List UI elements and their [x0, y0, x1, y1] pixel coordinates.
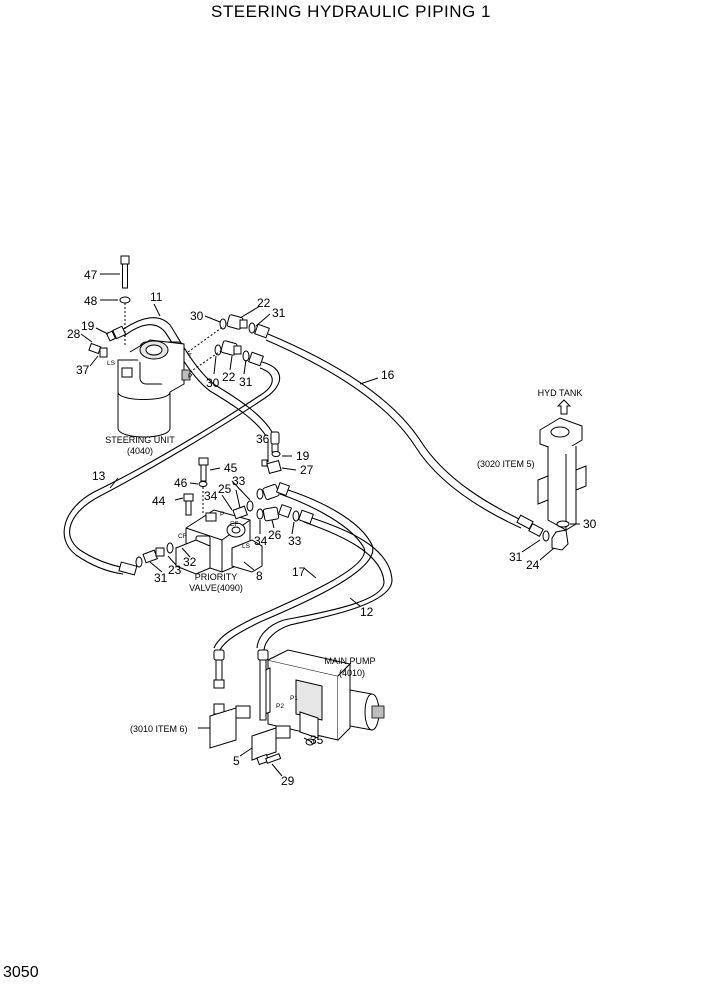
- port-p-valve-label: P: [220, 511, 224, 518]
- port-ls-valve-label: LS: [242, 543, 251, 550]
- callout-27: 27: [300, 463, 314, 477]
- bolt-44: [183, 493, 194, 516]
- callout-22-upper: 22: [257, 296, 271, 310]
- steering-unit-code: (4040): [127, 446, 153, 456]
- callout-31-upper: 31: [272, 306, 286, 320]
- callout-23: 23: [168, 563, 182, 577]
- pump-fittings: [209, 649, 315, 761]
- main-pump-name: MAIN PUMP: [324, 656, 375, 666]
- callouts: 47 48 11 28 19 37 30 22 31 30 22 31 16 3…: [67, 268, 597, 788]
- callout-35: 35: [310, 733, 324, 747]
- callout-19-left: 19: [81, 319, 95, 333]
- callout-12: 12: [360, 605, 374, 619]
- port-ls-unit-label: LS: [107, 360, 116, 367]
- washer-48: [119, 296, 131, 304]
- bolt-29: [256, 753, 282, 766]
- leader-lines: [80, 273, 580, 777]
- callout-30-upper: 30: [190, 309, 204, 323]
- priority-valve-name: PRIORITY: [195, 572, 238, 582]
- port-p1-label: P1: [290, 695, 298, 702]
- callout-47: 47: [84, 268, 98, 282]
- callout-5: 5: [233, 754, 240, 768]
- callout-28: 28: [67, 327, 81, 341]
- callout-25: 25: [218, 482, 232, 496]
- fitting-36: [270, 431, 280, 453]
- callout-31-left: 31: [154, 571, 168, 585]
- port-t-label: T: [188, 353, 192, 360]
- hose-11: [121, 317, 273, 437]
- ref-tank-text: (3020 ITEM 5): [477, 459, 535, 469]
- priority-valve-code: VALVE(4090): [189, 583, 243, 593]
- hyd-tank-arrow-icon: [556, 399, 572, 415]
- bolt-47: [120, 255, 130, 289]
- callout-29: 29: [281, 774, 295, 788]
- callout-44: 44: [152, 494, 166, 508]
- valve-left-fittings: [135, 542, 174, 568]
- fitting-19-left: [105, 325, 127, 342]
- port-p-label: P: [188, 373, 192, 380]
- port-p2-label: P2: [276, 703, 284, 710]
- callout-48: 48: [84, 294, 98, 308]
- callout-37: 37: [76, 363, 90, 377]
- callout-8: 8: [256, 569, 263, 583]
- port-cf-label: CF: [178, 533, 187, 540]
- washer-46: [198, 481, 208, 487]
- page-number: 3050: [3, 964, 39, 981]
- callout-11: 11: [150, 290, 163, 304]
- callout-32: 32: [183, 555, 197, 569]
- callout-46: 46: [174, 476, 188, 490]
- callout-24: 24: [526, 558, 540, 572]
- bolt-45: [198, 457, 209, 482]
- callout-33-upper: 33: [232, 474, 246, 488]
- main-pump-code: (4010): [339, 668, 365, 678]
- callout-26: 26: [268, 528, 282, 542]
- valve-fittings: [232, 481, 314, 525]
- callout-22-lower: 22: [222, 370, 236, 384]
- callout-19-right: 19: [296, 449, 310, 463]
- callout-31-lower: 31: [239, 375, 253, 389]
- hose-17: [213, 487, 374, 651]
- callout-17: 17: [292, 565, 306, 579]
- callout-13: 13: [92, 469, 106, 483]
- callout-45: 45: [224, 461, 238, 475]
- main-pump: P2 P1: [259, 649, 385, 741]
- steering-unit-name: STEERING UNIT: [105, 435, 175, 445]
- fitting-group-lower: [214, 340, 264, 367]
- steering-unit: T P LS: [107, 339, 192, 438]
- hose-16: [265, 333, 534, 530]
- hose-13: [63, 361, 281, 576]
- fitting-group-upper: [219, 314, 270, 339]
- hose-12: [256, 515, 393, 651]
- callout-34-lower: 34: [254, 534, 268, 548]
- callout-30-tank: 30: [583, 517, 597, 531]
- page-title: STEERING HYDRAULIC PIPING 1: [211, 2, 491, 21]
- fitting-27: [261, 451, 282, 474]
- priority-valve: CF EF P LS: [175, 509, 263, 575]
- fitting-37: [88, 342, 108, 358]
- callout-33-lower: 33: [288, 534, 302, 548]
- tank-fittings: [528, 520, 570, 551]
- callout-16: 16: [381, 368, 395, 382]
- ref-block-text: (3010 ITEM 6): [130, 724, 188, 734]
- callout-36: 36: [256, 432, 270, 446]
- hyd-tank: [537, 417, 587, 531]
- callout-31-tank: 31: [509, 550, 523, 564]
- hyd-tank-name: HYD TANK: [538, 388, 583, 398]
- callout-30-lower: 30: [206, 376, 220, 390]
- port-ef-label: EF: [230, 521, 238, 528]
- callout-34-upper: 34: [204, 489, 218, 503]
